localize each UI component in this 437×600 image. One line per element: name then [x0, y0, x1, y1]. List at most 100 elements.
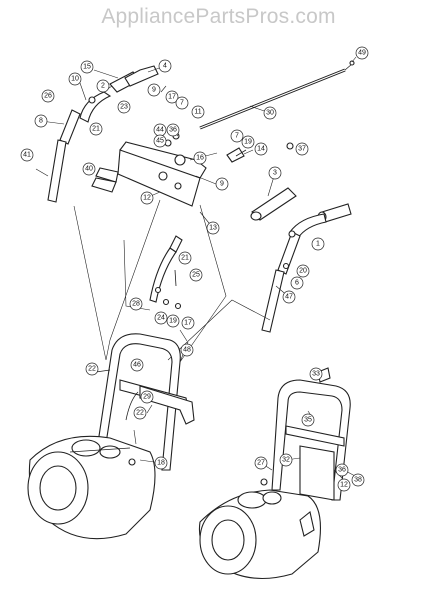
callout-label: 33 [312, 371, 320, 378]
callout-label: 17 [168, 94, 176, 101]
callout-label: 11 [194, 109, 201, 116]
callout-19: 19 [241, 135, 255, 149]
callout-label: 29 [143, 394, 151, 401]
control-panel [91, 141, 207, 207]
callout-label: 24 [157, 315, 165, 322]
callout-label: 15 [83, 64, 91, 71]
callout-label: 40 [85, 166, 93, 173]
watermark: AppliancePartsPros.com [101, 5, 336, 28]
callout-label: 36 [169, 127, 177, 134]
callout-36b: 36 [335, 463, 349, 477]
callout-6: 6 [290, 276, 304, 290]
callout-label: 36 [338, 467, 346, 474]
callout-36: 36 [166, 123, 180, 137]
callout-label: 7 [180, 100, 184, 107]
callout-12: 12 [140, 191, 154, 205]
callout-26: 26 [41, 89, 55, 103]
callout-29: 29 [140, 390, 154, 404]
callout-21b: 21 [178, 251, 192, 265]
callout-30: 30 [263, 106, 277, 120]
callout-label: 9 [220, 181, 224, 188]
callout-23: 23 [117, 100, 131, 114]
callout-label: 18 [157, 460, 165, 467]
middle-hardware [132, 132, 294, 310]
callout-11: 11 [191, 105, 205, 119]
callout-47: 47 [282, 290, 296, 304]
callout-label: 22 [136, 410, 144, 417]
callout-label: 48 [183, 347, 191, 354]
callout-label: 21 [181, 255, 189, 262]
callout-7b: 7 [230, 129, 244, 143]
lower-right-assembly [198, 367, 351, 579]
callout-20: 20 [296, 264, 310, 278]
callout-label: 46 [133, 362, 141, 369]
callout-label: 13 [209, 225, 217, 232]
callout-4: 4 [158, 59, 172, 73]
callout-9: 9 [147, 83, 161, 97]
callout-17: 17 [165, 90, 179, 104]
callout-15: 15 [80, 60, 94, 74]
callout-32: 32 [279, 453, 293, 467]
callout-label: 14 [257, 146, 265, 153]
callout-label: 35 [304, 417, 312, 424]
callout-label: 28 [132, 301, 140, 308]
callout-label: 2 [101, 83, 105, 90]
callout-label: 3 [273, 170, 277, 177]
callout-label: 22 [88, 366, 96, 373]
callout-41: 41 [20, 148, 34, 162]
callout-label: 37 [298, 146, 306, 153]
callout-2: 2 [96, 79, 110, 93]
callout-25: 25 [189, 268, 203, 282]
callout-label: 21 [92, 126, 100, 133]
callout-label: 8 [39, 118, 43, 125]
callout-21: 21 [89, 122, 103, 136]
callout-33: 33 [309, 367, 323, 381]
callout-label: 27 [257, 460, 265, 467]
callout-49: 49 [355, 46, 369, 60]
callout-14: 14 [254, 142, 268, 156]
callout-7: 7 [175, 96, 189, 110]
callout-35: 35 [301, 413, 315, 427]
callout-label: 16 [196, 155, 204, 162]
callout-label: 26 [44, 93, 52, 100]
callout-label: 1 [316, 241, 320, 248]
callout-40: 40 [82, 162, 96, 176]
callout-10: 10 [68, 72, 82, 86]
callout-label: 49 [358, 50, 366, 57]
callout-27: 27 [254, 456, 268, 470]
callout-label: 23 [120, 104, 128, 111]
callout-label: 4 [163, 63, 167, 70]
callout-18: 18 [154, 456, 168, 470]
assembly-guide-lines [73, 199, 271, 363]
callout-9b: 9 [215, 177, 229, 191]
left-upper-handle [47, 65, 159, 203]
lower-left-assembly [27, 333, 195, 540]
callout-label: 19 [244, 139, 252, 146]
callout-label: 25 [192, 272, 200, 279]
callout-label: 47 [285, 294, 293, 301]
callout-38: 38 [351, 473, 365, 487]
callout-22: 22 [85, 362, 99, 376]
shift-rod [199, 60, 355, 130]
callout-label: 44 [156, 127, 164, 134]
callout-37: 37 [295, 142, 309, 156]
callout-12b: 12 [337, 478, 351, 492]
callout-label: 19 [169, 318, 177, 325]
callout-48: 48 [180, 343, 194, 357]
callout-19b: 19 [166, 314, 180, 328]
callout-label: 20 [299, 268, 307, 275]
callout-13: 13 [206, 221, 220, 235]
callout-label: 12 [340, 482, 348, 489]
callout-label: 10 [71, 76, 79, 83]
callout-label: 38 [354, 477, 362, 484]
callout-label: 32 [282, 457, 290, 464]
callout-label: 12 [143, 195, 151, 202]
callout-1: 1 [311, 237, 325, 251]
callout-label: 9 [152, 87, 156, 94]
callout-8: 8 [34, 114, 48, 128]
right-upper-handle [250, 187, 352, 333]
callout-label: 6 [295, 280, 299, 287]
callout-label: 30 [266, 110, 274, 117]
callout-16: 16 [193, 151, 207, 165]
